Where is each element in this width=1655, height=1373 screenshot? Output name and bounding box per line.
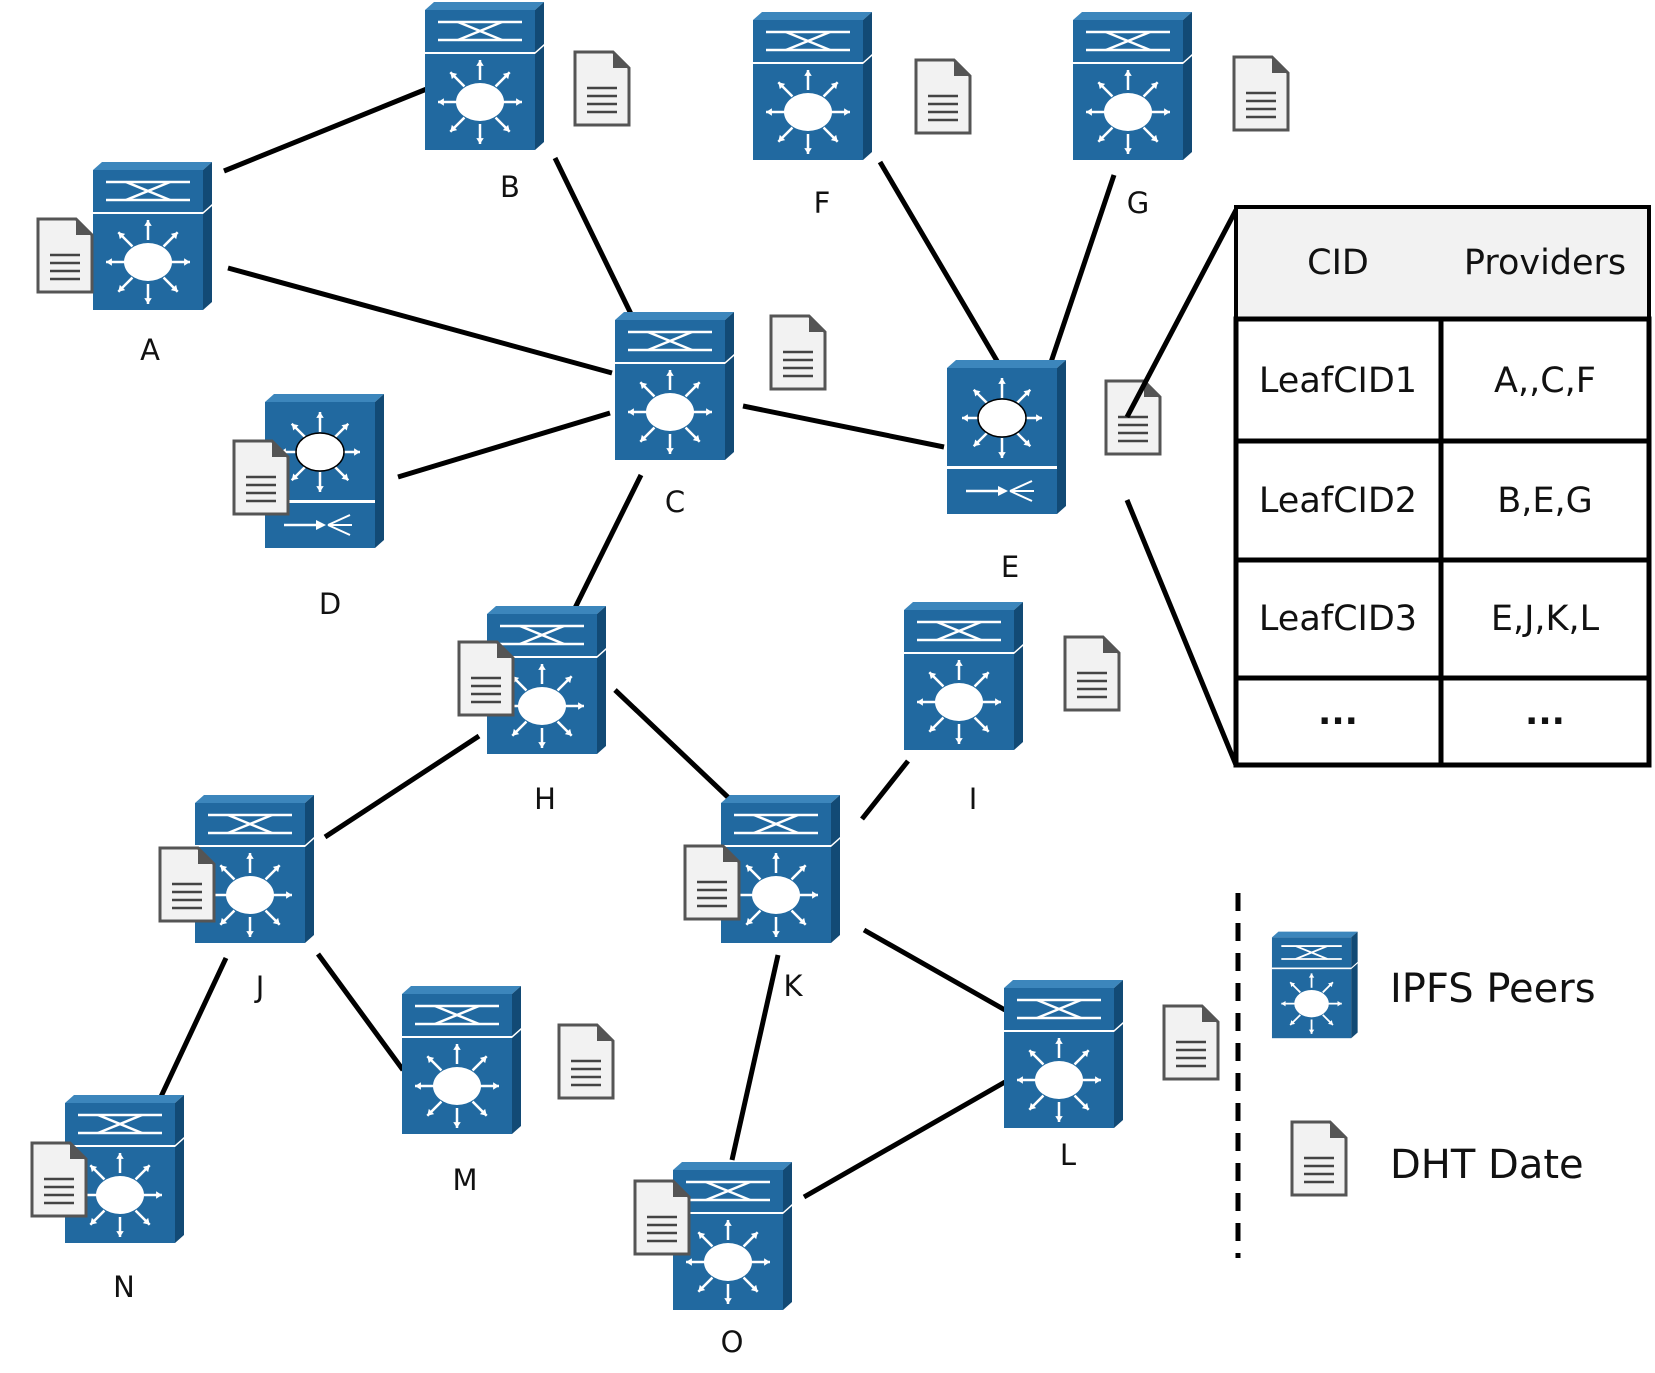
- multilayer-switch-icon: [1004, 980, 1123, 1128]
- link-j-n: [155, 956, 229, 1105]
- cid-provider-table: CID Providers LeafCID1 A,,C,F LeafCID2 B…: [1124, 205, 1652, 768]
- multilayer-switch-icon: [425, 2, 544, 150]
- dht-document-icon: [232, 439, 290, 516]
- router-switch-icon: [265, 394, 384, 548]
- legend-label-dht-date: DHT Date: [1390, 1142, 1584, 1188]
- peer-node-n: N: [30, 1095, 184, 1304]
- peer-label-g: G: [1127, 186, 1149, 220]
- peer-node-a: A: [36, 162, 212, 367]
- link-f-e: [877, 160, 1013, 385]
- table-cell-cid: ...: [1318, 693, 1358, 733]
- peer-label-n: N: [113, 1270, 135, 1304]
- link-k-l: [862, 927, 1007, 1013]
- peer-node-g: G: [1073, 12, 1290, 220]
- peer-node-b: B: [425, 2, 631, 204]
- peer-label-d: D: [319, 587, 341, 621]
- peer-label-a: A: [140, 333, 160, 367]
- multilayer-switch-icon: [753, 12, 872, 160]
- dht-document-icon: [633, 1179, 691, 1256]
- legend-label-ipfs-peers: IPFS Peers: [1390, 966, 1596, 1012]
- peer-node-l: L: [1004, 980, 1220, 1172]
- table-header-providers: Providers: [1464, 243, 1626, 283]
- link-i-k: [860, 759, 910, 821]
- peer-label-b: B: [500, 170, 520, 204]
- table-cell-providers: ...: [1525, 693, 1565, 733]
- peer-links: [155, 79, 1117, 1200]
- dht-document-icon: [1232, 55, 1290, 132]
- link-g-e: [1042, 174, 1117, 381]
- dht-document-icon: [557, 1023, 615, 1100]
- peer-node-i: I: [904, 602, 1121, 816]
- multilayer-switch-icon: [1073, 12, 1192, 160]
- multilayer-switch-icon: [93, 162, 212, 310]
- peer-nodes: A B C D E F G H I J K L M N O: [30, 2, 1290, 1359]
- dht-document-icon: [1104, 379, 1162, 456]
- dht-document-icon: [769, 314, 827, 391]
- dht-document-icon: [683, 844, 741, 921]
- peer-node-o: O: [633, 1162, 792, 1359]
- link-h-k: [613, 688, 735, 804]
- peer-label-o: O: [721, 1325, 744, 1359]
- link-b-c: [552, 156, 636, 320]
- dht-document-icon: [1290, 1120, 1348, 1197]
- link-c-h: [571, 473, 644, 612]
- peer-node-j: J: [158, 795, 314, 1004]
- peer-label-h: H: [534, 782, 556, 816]
- dht-document-icon: [457, 640, 515, 717]
- link-k-o: [729, 954, 781, 1161]
- link-a-b: [223, 79, 445, 174]
- callout-line-top: [1124, 208, 1239, 419]
- peer-label-l: L: [1060, 1138, 1076, 1172]
- link-a-c: [227, 265, 613, 376]
- peer-node-d: D: [232, 394, 384, 621]
- peer-node-m: M: [402, 986, 615, 1197]
- table-cell-cid: LeafCID1: [1259, 361, 1417, 401]
- dht-document-icon: [573, 50, 631, 127]
- multilayer-switch-icon: [402, 986, 521, 1134]
- multilayer-switch-icon: [487, 606, 606, 754]
- peer-label-m: M: [452, 1163, 477, 1197]
- link-h-j: [323, 733, 481, 840]
- document-icon: [1290, 1120, 1348, 1197]
- link-l-o: [802, 1079, 1007, 1200]
- multilayer-switch-icon: [1271, 931, 1358, 1039]
- link-j-m: [315, 952, 406, 1072]
- table-cell-cid: LeafCID3: [1259, 599, 1417, 639]
- peer-node-k: K: [683, 795, 840, 1003]
- peer-label-j: J: [254, 970, 265, 1004]
- peer-label-e: E: [1001, 550, 1019, 584]
- multilayer-switch-icon: [673, 1162, 792, 1310]
- peer-node-e: E: [947, 360, 1162, 584]
- dht-document-icon: [914, 58, 972, 135]
- router-switch-icon: [947, 360, 1066, 514]
- dht-document-icon: [1162, 1004, 1220, 1081]
- legend: IPFS Peers DHT Date: [1235, 893, 1596, 1258]
- peer-label-f: F: [814, 186, 831, 220]
- callout-line-bottom: [1124, 499, 1239, 766]
- table-cell-providers: E,J,K,L: [1491, 599, 1600, 639]
- ipfs-peer-icon: [1271, 931, 1358, 1039]
- dht-document-icon: [36, 217, 94, 294]
- peer-label-i: I: [969, 782, 978, 816]
- peer-label-k: K: [783, 969, 803, 1003]
- table-cell-providers: A,,C,F: [1494, 361, 1596, 401]
- peer-label-c: C: [665, 485, 685, 519]
- multilayer-switch-icon: [615, 312, 734, 460]
- link-c-d: [397, 410, 611, 480]
- dht-document-icon: [158, 846, 216, 923]
- dht-document-icon: [1063, 635, 1121, 712]
- table-header-cid: CID: [1307, 243, 1369, 283]
- peer-node-f: F: [753, 12, 972, 220]
- dht-document-icon: [30, 1141, 88, 1218]
- table-cell-cid: LeafCID2: [1259, 481, 1417, 521]
- multilayer-switch-icon: [904, 602, 1023, 750]
- peer-node-h: H: [457, 606, 606, 816]
- link-c-e: [742, 403, 945, 450]
- table-cell-providers: B,E,G: [1497, 481, 1593, 521]
- peer-node-c: C: [615, 312, 827, 519]
